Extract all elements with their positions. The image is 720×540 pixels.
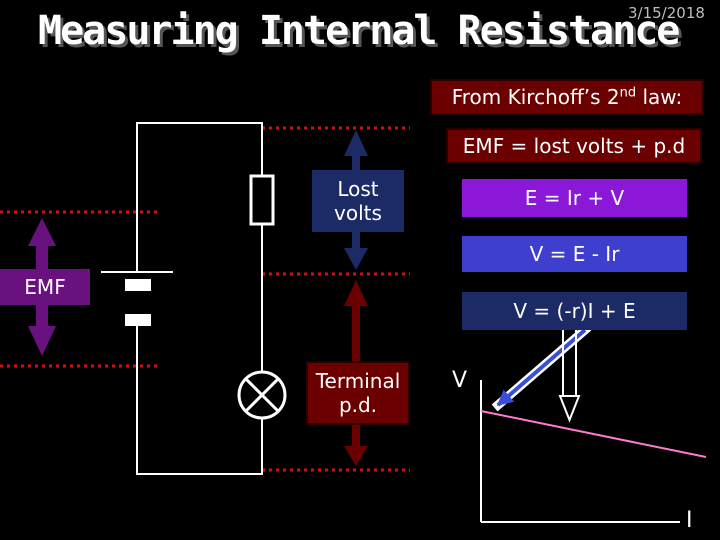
cell-plate-top <box>125 279 151 291</box>
v-equation-box: V = E - Ir <box>462 236 687 272</box>
graph-line <box>480 410 707 458</box>
circuit-wires <box>136 122 263 475</box>
lamp-symbol <box>237 370 287 420</box>
lost-volts-label: Lost volts <box>334 177 382 225</box>
page-title: Measuring Internal Resistance <box>38 8 680 54</box>
gradient-arrow <box>491 323 592 412</box>
emf-sum-box: EMF = lost volts + p.d <box>446 128 702 164</box>
emf-label-box: EMF <box>0 269 90 305</box>
line-equation-text: V = (-r)I + E <box>513 299 636 323</box>
terminal-pd-label: Terminal p.d. <box>315 369 401 417</box>
emf-label: EMF <box>24 275 66 299</box>
graph-y-label: V <box>452 368 468 393</box>
dotted-guide-lines <box>0 126 410 472</box>
graph-axes <box>480 380 680 523</box>
kirchoff-law-box: From Kirchoff’s 2nd law: <box>430 79 704 115</box>
e-equation-box: E = Ir + V <box>462 179 687 217</box>
emf-sum-text: EMF = lost volts + p.d <box>462 134 686 158</box>
slide-date: 3/15/2018 <box>628 4 705 22</box>
kirchoff-law-text: From Kirchoff’s 2nd law: <box>451 85 683 109</box>
v-equation-text: V = E - Ir <box>529 242 620 266</box>
graph-x-label: I <box>686 508 693 533</box>
line-equation-box: V = (-r)I + E <box>462 292 687 330</box>
terminal-pd-label-box: Terminal p.d. <box>306 361 410 425</box>
internal-resistor-symbol <box>249 174 275 226</box>
e-equation-text: E = Ir + V <box>524 186 625 210</box>
cell-plate-bottom <box>125 314 151 326</box>
lost-volts-label-box: Lost volts <box>312 170 404 232</box>
